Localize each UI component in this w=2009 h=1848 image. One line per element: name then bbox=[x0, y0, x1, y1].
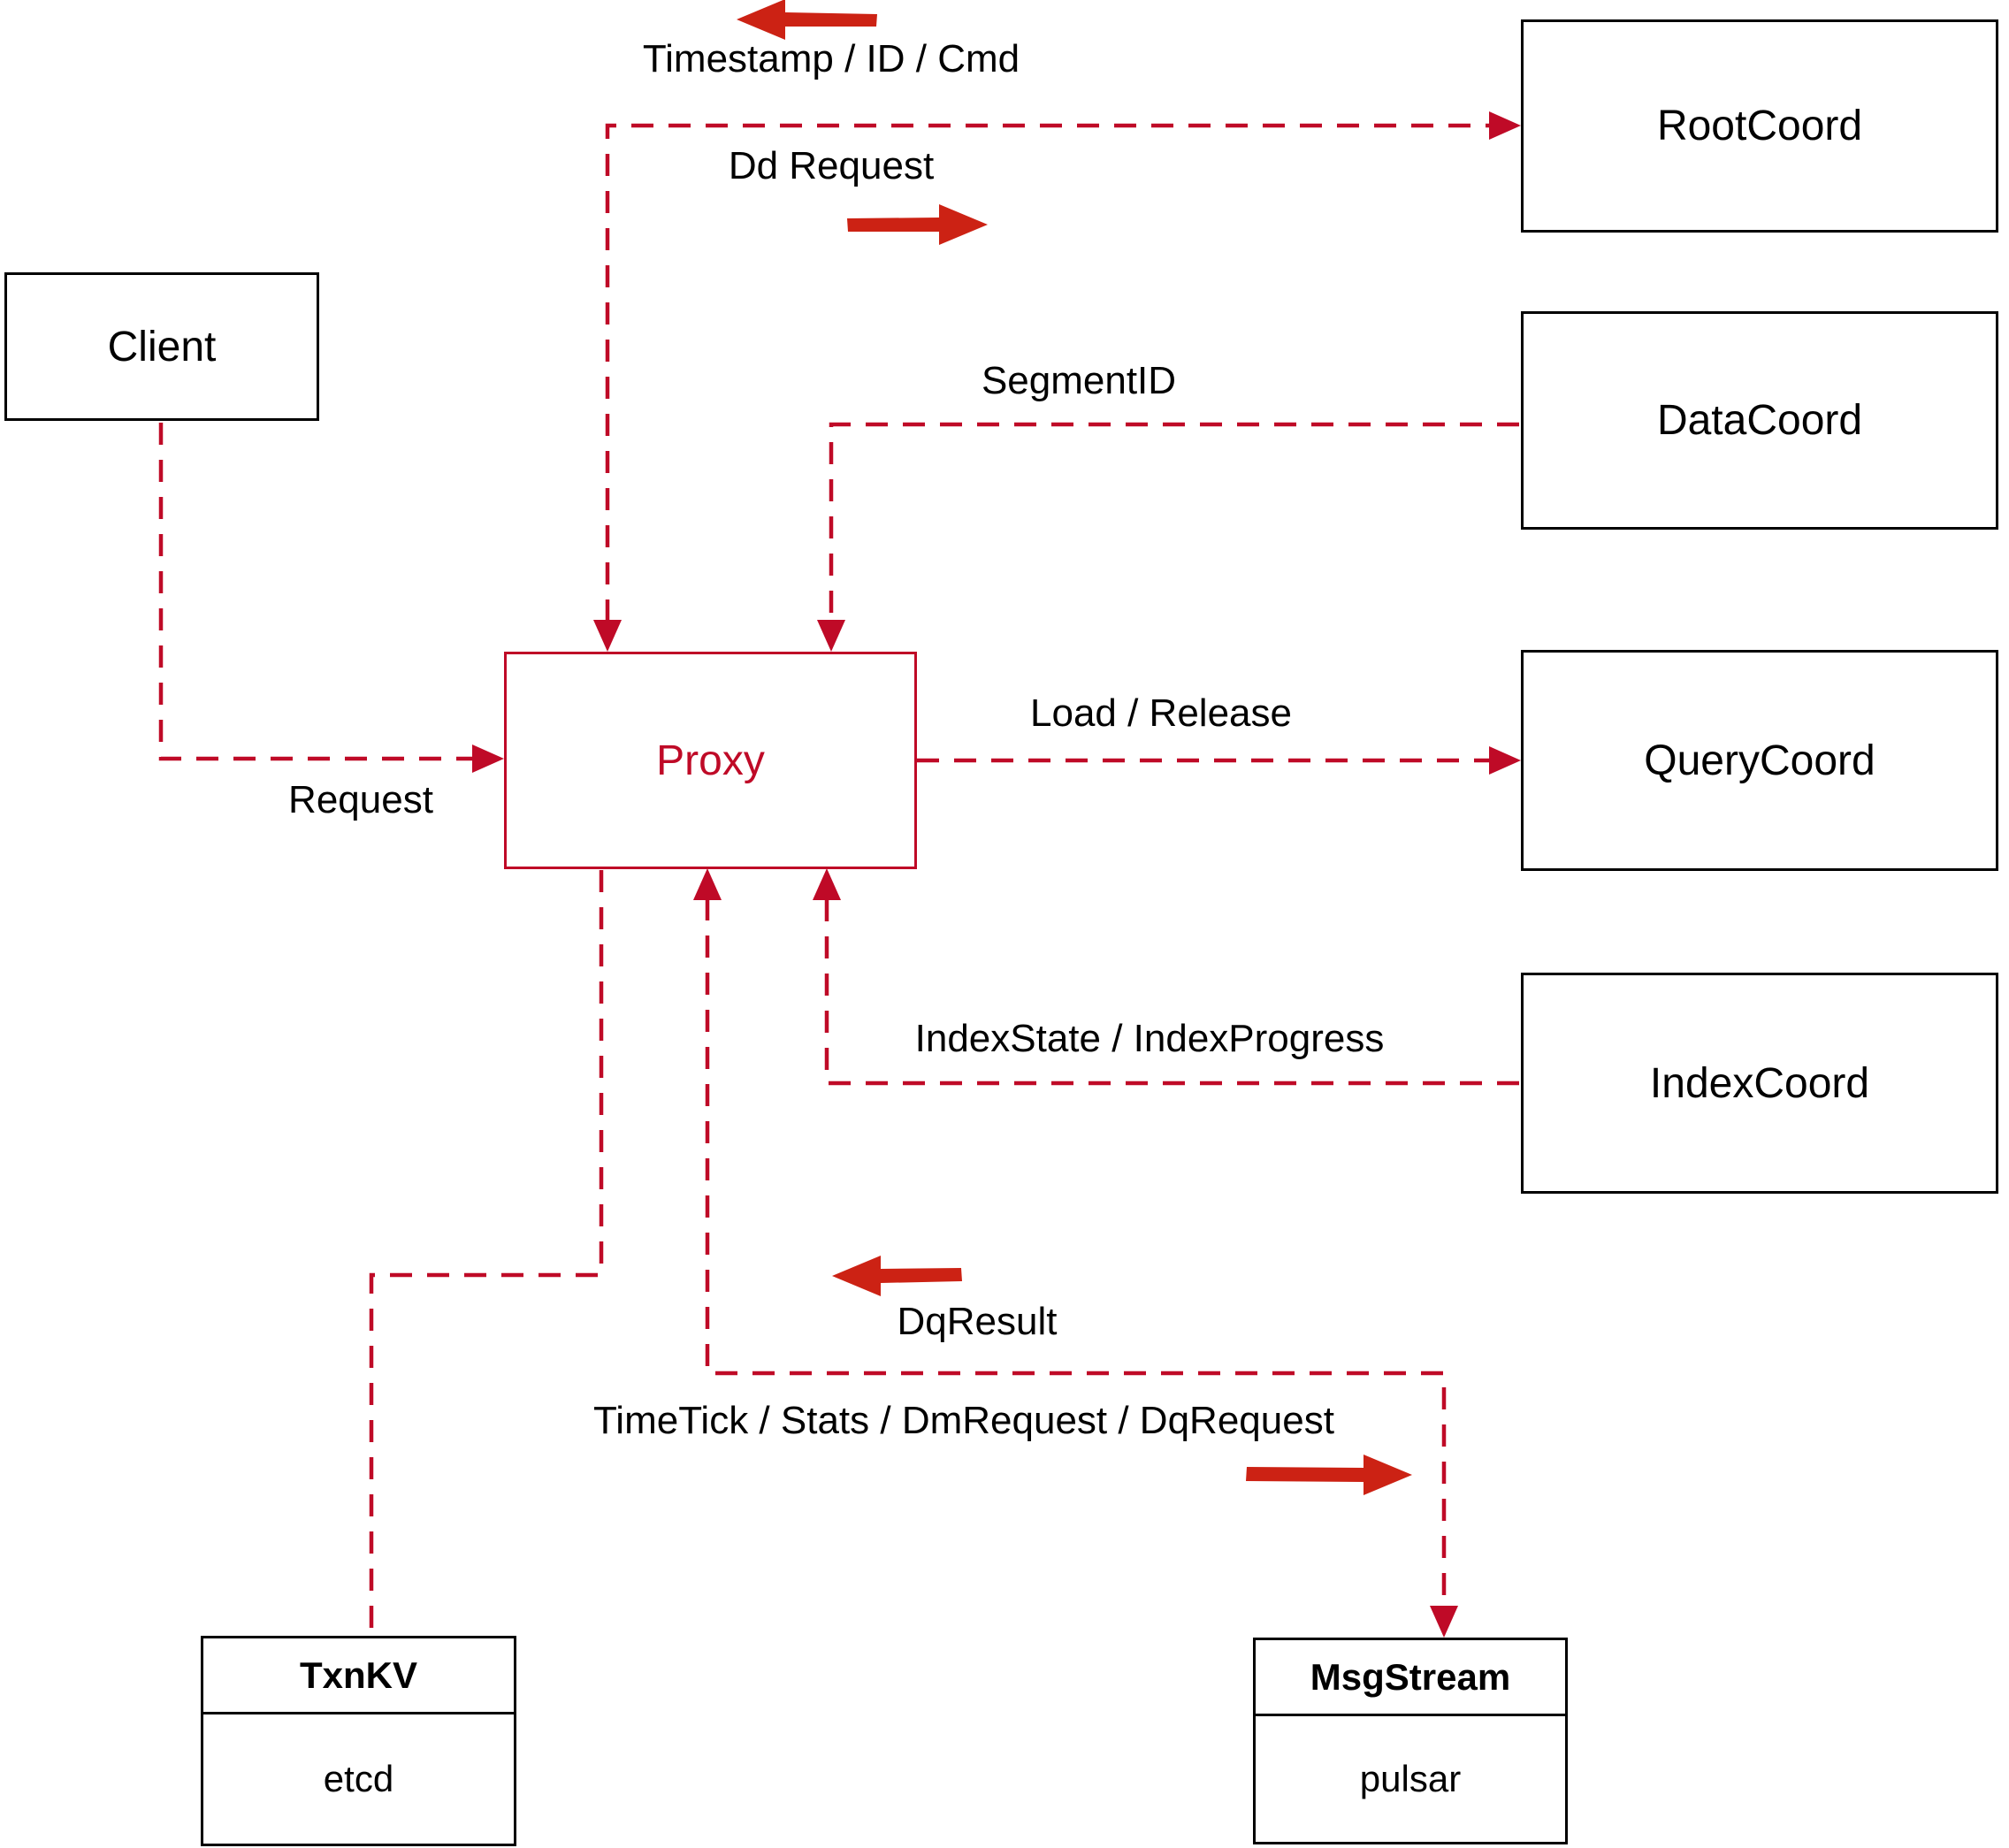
solid-arrow-left-timestamp bbox=[737, 0, 877, 40]
node-querycoord: QueryCoord bbox=[1521, 650, 1998, 871]
solid-arrow-right-dqrequest bbox=[1246, 1455, 1412, 1495]
edge-label-index-state: IndexState / IndexProgress bbox=[914, 1017, 1385, 1060]
edge-label-load-release: Load / Release bbox=[1030, 691, 1292, 735]
arrowhead-into-proxy-top-left bbox=[593, 620, 622, 652]
node-txnkv-title: TxnKV bbox=[203, 1638, 514, 1714]
arrowhead-into-msgstream bbox=[1430, 1606, 1458, 1638]
edge-indexcoord-proxy bbox=[824, 898, 1519, 1086]
arrowhead-into-rootcoord bbox=[1489, 111, 1521, 140]
edge-label-timestamp: Timestamp / ID / Cmd bbox=[642, 37, 1020, 80]
node-querycoord-label: QueryCoord bbox=[1644, 737, 1875, 784]
arrowhead-into-proxy-top-right bbox=[817, 620, 845, 652]
solid-arrow-right-dd-request bbox=[847, 204, 988, 245]
node-txnkv: TxnKV etcd bbox=[201, 1636, 516, 1846]
edge-proxy-msgstream bbox=[705, 898, 1447, 1632]
node-proxy: Proxy bbox=[504, 652, 917, 869]
node-msgstream-impl: pulsar bbox=[1359, 1758, 1462, 1799]
node-rootcoord: RootCoord bbox=[1521, 19, 1998, 233]
arrowhead-into-querycoord bbox=[1489, 746, 1521, 775]
arrowhead-into-proxy-left bbox=[472, 745, 504, 773]
node-indexcoord-label: IndexCoord bbox=[1649, 1059, 1870, 1107]
node-proxy-label: Proxy bbox=[656, 737, 765, 784]
node-datacoord: DataCoord bbox=[1521, 311, 1998, 530]
arrowhead-into-proxy-bottom-right bbox=[813, 868, 841, 900]
node-rootcoord-label: RootCoord bbox=[1656, 103, 1863, 149]
edge-proxy-rootcoord bbox=[605, 123, 1512, 622]
node-datacoord-label: DataCoord bbox=[1656, 397, 1863, 444]
edge-label-dq-result: DqResult bbox=[897, 1300, 1058, 1343]
edge-label-request: Request bbox=[288, 778, 433, 821]
edge-label-timetick: TimeTick / Stats / DmRequest / DqRequest bbox=[593, 1399, 1334, 1442]
node-indexcoord: IndexCoord bbox=[1521, 973, 1998, 1194]
node-msgstream-title: MsgStream bbox=[1256, 1640, 1565, 1716]
arrowhead-into-proxy-bottom-mid bbox=[693, 868, 722, 900]
node-client-label: Client bbox=[107, 323, 217, 370]
node-msgstream: MsgStream pulsar bbox=[1253, 1638, 1568, 1844]
solid-arrow-left-dqresult bbox=[832, 1256, 962, 1296]
edge-label-dd-request: Dd Request bbox=[728, 144, 935, 187]
edge-label-segment-id: SegmentID bbox=[981, 359, 1177, 402]
edge-proxy-txnkv bbox=[369, 870, 604, 1634]
edge-datacoord-proxy bbox=[829, 422, 1519, 622]
node-txnkv-impl: etcd bbox=[323, 1758, 394, 1799]
node-client: Client bbox=[4, 272, 319, 421]
edge-client-proxy bbox=[158, 423, 495, 761]
